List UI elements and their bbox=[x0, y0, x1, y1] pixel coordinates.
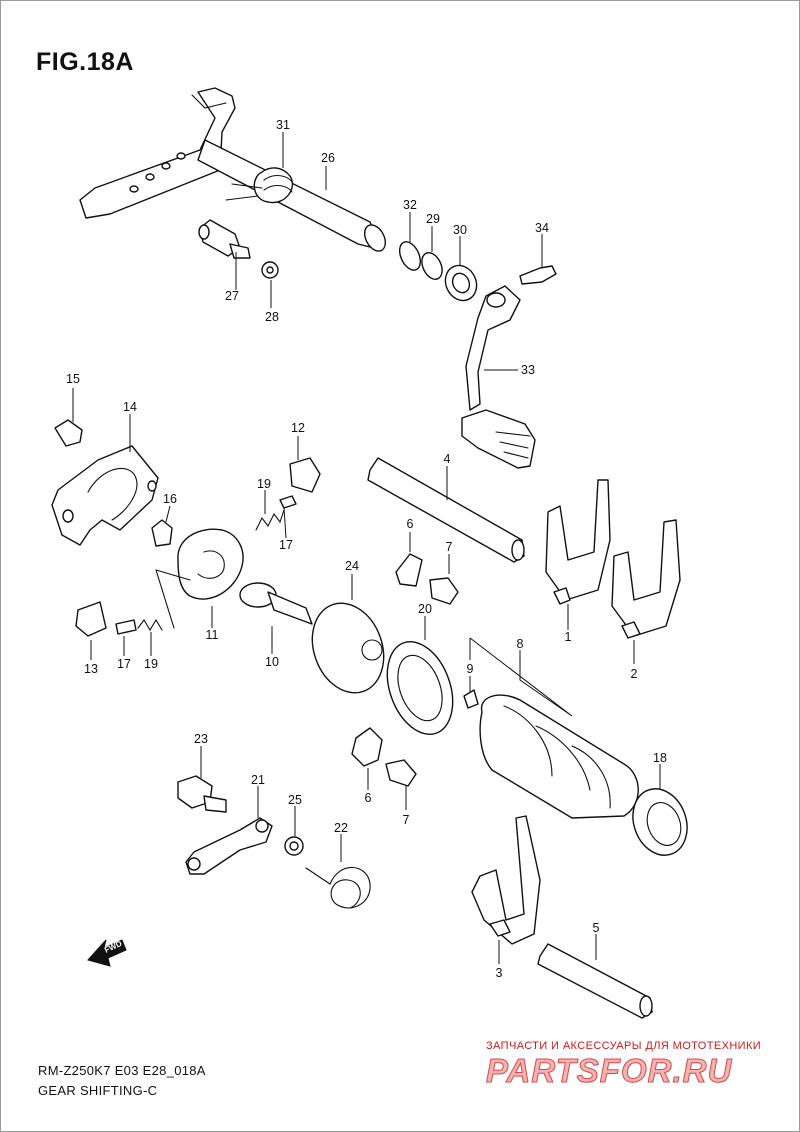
callout-29: 29 bbox=[426, 212, 440, 226]
diagram-code: RM-Z250K7 E03 E28_018A bbox=[38, 1063, 206, 1078]
callout-9: 9 bbox=[467, 662, 474, 676]
callout-7-upper: 7 bbox=[446, 540, 453, 554]
pawl-spring-pin-part bbox=[255, 457, 321, 531]
callout-25: 25 bbox=[288, 793, 302, 807]
callout-1: 1 bbox=[565, 630, 572, 644]
shift-fork-1-part bbox=[545, 479, 611, 605]
callout-22: 22 bbox=[334, 821, 348, 835]
callout-15: 15 bbox=[66, 372, 80, 386]
callout-27: 27 bbox=[225, 289, 239, 303]
shift-fork-3-part bbox=[471, 815, 541, 945]
callout-7-lower: 7 bbox=[403, 813, 410, 827]
callout-34: 34 bbox=[535, 221, 549, 235]
shaft-seal-set-part bbox=[398, 241, 478, 302]
callout-4: 4 bbox=[444, 452, 451, 466]
stopper-bolt-part bbox=[198, 219, 279, 279]
callout-26: 26 bbox=[321, 151, 335, 165]
callout-numbers: 31 26 32 29 30 34 27 28 33 15 14 12 4 19… bbox=[66, 118, 667, 980]
stopper-arm-assembly-part bbox=[177, 775, 371, 909]
callout-10: 10 bbox=[265, 655, 279, 669]
callout-19-lower: 19 bbox=[144, 657, 158, 671]
stopper-and-bearing-part bbox=[311, 602, 454, 735]
callout-3: 3 bbox=[496, 966, 503, 980]
callout-16: 16 bbox=[163, 492, 177, 506]
callout-23: 23 bbox=[194, 732, 208, 746]
callout-14: 14 bbox=[123, 400, 137, 414]
shift-cam-part bbox=[75, 528, 244, 637]
callout-5: 5 bbox=[593, 921, 600, 935]
callout-20: 20 bbox=[418, 602, 432, 616]
gear-shift-lever-part bbox=[461, 265, 557, 469]
watermark-logo: PARTSFOR.RU bbox=[485, 1052, 733, 1090]
shift-drum-part bbox=[463, 689, 688, 856]
cam-bolt-part bbox=[239, 582, 313, 625]
callout-8: 8 bbox=[517, 637, 524, 651]
callout-31: 31 bbox=[276, 118, 290, 132]
figure-title: FIG.18A bbox=[36, 48, 134, 76]
cam-guide-plate-part bbox=[51, 419, 173, 547]
detent-plate-lower-part bbox=[351, 727, 417, 787]
callout-2: 2 bbox=[631, 667, 638, 681]
forward-direction-arrow: FWD bbox=[87, 939, 127, 967]
watermark-tagline: ЗАПЧАСТИ И АКСЕССУАРЫ ДЛЯ МОТОТЕХНИКИ bbox=[486, 1040, 762, 1052]
fork-shaft-upper-part bbox=[367, 457, 525, 563]
callout-32: 32 bbox=[403, 198, 417, 212]
fork-shaft-lower-part bbox=[537, 943, 653, 1019]
callout-6-upper: 6 bbox=[407, 517, 414, 531]
callout-24: 24 bbox=[345, 559, 359, 573]
callout-11: 11 bbox=[206, 628, 219, 642]
callout-19-upper: 19 bbox=[257, 477, 271, 491]
shift-fork-2-part bbox=[611, 519, 681, 639]
callout-leader-lines bbox=[72, 132, 661, 964]
diagram-caption: GEAR SHIFTING-C bbox=[38, 1083, 158, 1098]
callout-17-upper: 17 bbox=[279, 538, 293, 552]
detent-plate-upper-part bbox=[395, 553, 459, 605]
callout-28: 28 bbox=[265, 310, 279, 324]
callout-17-lower: 17 bbox=[117, 657, 131, 671]
callout-33: 33 bbox=[521, 363, 535, 377]
gear-shift-shaft-part bbox=[79, 87, 387, 252]
callout-12: 12 bbox=[291, 421, 305, 435]
callout-18: 18 bbox=[653, 751, 667, 765]
callout-6-lower: 6 bbox=[365, 791, 372, 805]
callout-21: 21 bbox=[251, 773, 265, 787]
callout-13: 13 bbox=[84, 662, 98, 676]
callout-30: 30 bbox=[453, 223, 467, 237]
